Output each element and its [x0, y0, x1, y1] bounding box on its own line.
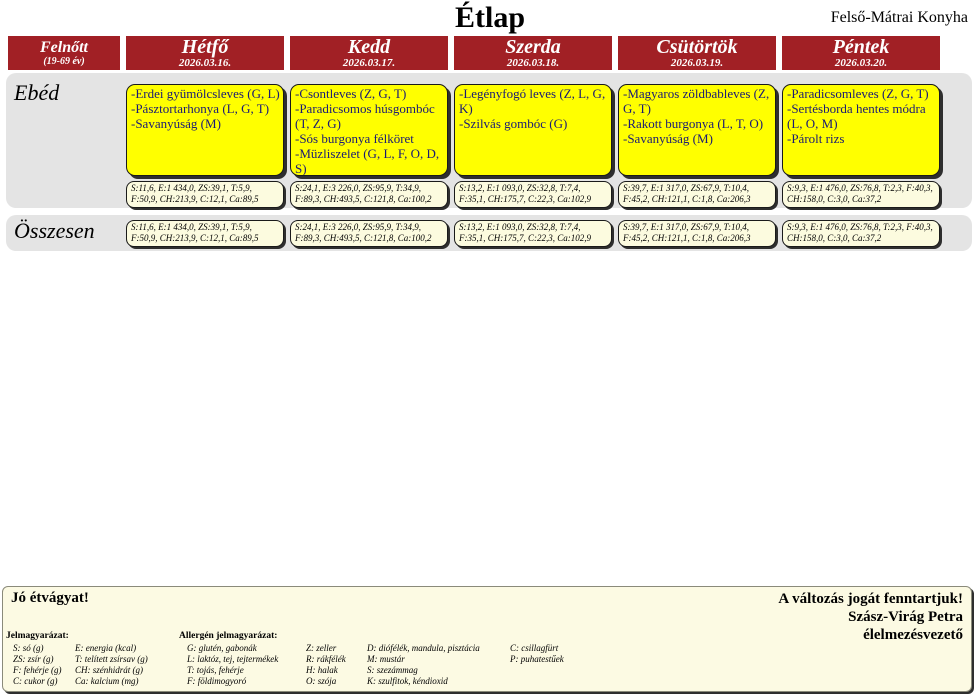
lunch-row-label: Ebéd — [14, 80, 60, 105]
day-header-monday: Hétfő 2026.03.16. — [126, 36, 284, 70]
menu-card-monday: -Erdei gyümölcsleves (G, L) -Pásztortarh… — [126, 84, 284, 176]
day-header-tuesday: Kedd 2026.03.17. — [290, 36, 448, 70]
kitchen-name: Felső-Mátrai Konyha — [830, 9, 968, 26]
totals-card-monday: S:11,6, E:1 434,0, ZS:39,1, T:5,9, F:50,… — [126, 220, 284, 247]
day-header-wednesday: Szerda 2026.03.18. — [454, 36, 612, 70]
nutrition-card-thursday: S:39,7, E:1 317,0, ZS:67,9, T:10,4, F:45… — [618, 181, 776, 208]
nutrition-card-monday: S:11,6, E:1 434,0, ZS:39,1, T:5,9, F:50,… — [126, 181, 284, 208]
menu-card-wednesday: -Legényfogó leves (Z, L, G, K) -Szilvás … — [454, 84, 612, 176]
day-date: 2026.03.16. — [178, 57, 232, 69]
category-header: Felnőtt (19-69 év) — [8, 36, 120, 70]
legend-title: Jelmagyarázat: — [6, 631, 69, 641]
allergen-column-1: G: glutén, gabonák L: laktóz, tej, tejte… — [187, 643, 279, 686]
day-date: 2026.03.20. — [834, 57, 888, 69]
day-header-friday: Péntek 2026.03.20. — [782, 36, 940, 70]
day-name: Szerda — [505, 36, 561, 58]
menu-card-thursday: -Magyaros zöldbableves (Z, G, T) -Rakott… — [618, 84, 776, 176]
allergen-column-4: C: csillagfürt P: puhatestűek — [510, 643, 564, 664]
allergen-column-2: Z: zeller R: rákfélék H: halak O: szója — [306, 643, 346, 686]
nutrition-card-friday: S:9,3, E:1 476,0, ZS:76,8, T:2,3, F:40,3… — [782, 181, 940, 208]
day-name: Péntek — [832, 36, 890, 58]
menu-card-tuesday: -Csontleves (Z, G, T) -Paradicsomos húsg… — [290, 84, 448, 176]
page-title: Étlap — [454, 1, 526, 34]
rights-signature-block: A változás jogát fenntartjuk! Szász-Virá… — [778, 591, 963, 643]
allergen-legend-title: Allergén jelmagyarázat: — [179, 631, 278, 641]
nutrition-card-wednesday: S:13,2, E:1 093,0, ZS:32,8, T:7,4, F:35,… — [454, 181, 612, 208]
day-name: Kedd — [347, 36, 391, 58]
totals-card-wednesday: S:13,2, E:1 093,0, ZS:32,8, T:7,4, F:35,… — [454, 220, 612, 247]
day-date: 2026.03.18. — [506, 57, 560, 69]
day-header-thursday: Csütörtök 2026.03.19. — [618, 36, 776, 70]
menu-card-friday: -Paradicsomleves (Z, G, T) -Sertésborda … — [782, 84, 940, 176]
day-date: 2026.03.17. — [342, 57, 396, 69]
nutrition-card-tuesday: S:24,1, E:3 226,0, ZS:95,9, T:34,9, F:89… — [290, 181, 448, 208]
day-date: 2026.03.19. — [670, 57, 724, 69]
totals-row-label: Összesen — [14, 218, 95, 243]
legend-column-abbr-1: S: só (g) ZS: zsír (g) F: fehérje (g) C:… — [13, 643, 62, 686]
day-name: Csütörtök — [656, 36, 738, 58]
day-name: Hétfő — [181, 36, 229, 58]
allergen-column-3: D: diófélék, mandula, pisztácia M: mustá… — [367, 643, 480, 686]
totals-card-tuesday: S:24,1, E:3 226,0, ZS:95,9, T:34,9, F:89… — [290, 220, 448, 247]
totals-card-thursday: S:39,7, E:1 317,0, ZS:67,9, T:10,4, F:45… — [618, 220, 776, 247]
footer-panel: Jó étvágyat! A változás jogát fenntartju… — [2, 586, 972, 692]
totals-card-friday: S:9,3, E:1 476,0, ZS:76,8, T:2,3, F:40,3… — [782, 220, 940, 247]
category-name: Felnőtt — [39, 39, 88, 56]
legend-column-abbr-2: E: energia (kcal) T: telített zsírsav (g… — [75, 643, 148, 686]
category-age-range: (19-69 év) — [43, 56, 85, 67]
greeting-text: Jó étvágyat! — [11, 590, 89, 606]
